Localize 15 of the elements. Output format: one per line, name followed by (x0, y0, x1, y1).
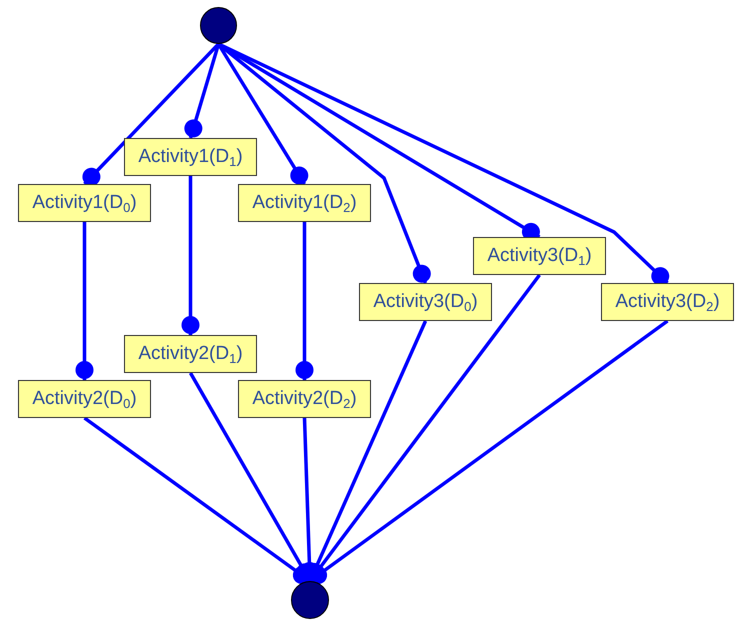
activity-box: Activity1(D$_{2}$) (238, 184, 371, 222)
activity-box: Activity1(D$_{0}$) (18, 184, 151, 222)
circle-node (291, 581, 329, 619)
activity-box: Activity3(D$_{0}$) (359, 283, 492, 321)
activity-box: Activity2(D$_{1}$) (124, 335, 257, 373)
circle-node (200, 7, 237, 44)
activity-box: Activity2(D$_{0}$) (18, 380, 151, 418)
activity-box: Activity3(D$_{2}$) (601, 283, 734, 321)
activity-box: Activity1(D$_{1}$) (124, 138, 257, 176)
activity-box: Activity3(D$_{1}$) (473, 237, 606, 275)
activity-box: Activity2(D$_{2}$) (238, 380, 371, 418)
connector-line (76, 222, 94, 380)
connector-line (182, 176, 200, 335)
connector-line (296, 222, 314, 380)
connector-line (82, 42, 220, 186)
